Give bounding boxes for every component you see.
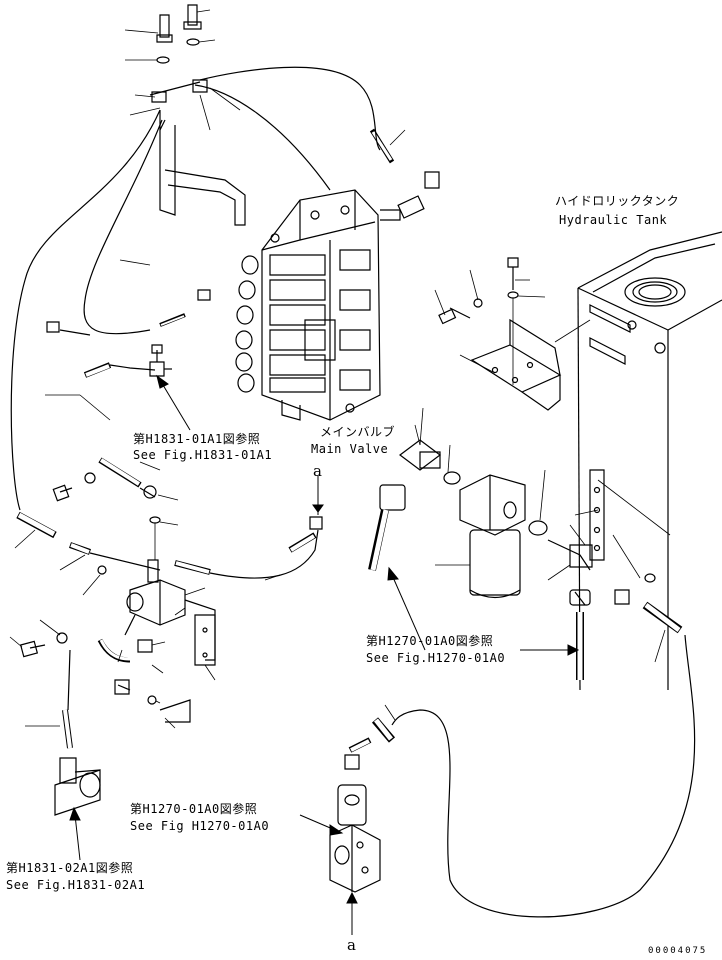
connector-mark-top: a <box>313 462 322 480</box>
reference-label-h1270-01a0-jp: 第H1270-01A0図参照 <box>366 634 494 648</box>
connector-mark-bottom: a <box>347 936 356 954</box>
reference-label-h1270-01a0-en: See Fig.H1270-01A0 <box>366 651 506 665</box>
solenoid-valve <box>21 517 215 722</box>
lower-left-device <box>55 710 100 815</box>
filter <box>400 440 547 598</box>
tank-bracket <box>439 258 560 410</box>
reference-label-h1831-02a1-en: See Fig.H1831-02A1 <box>6 878 146 892</box>
center-hose <box>372 485 405 570</box>
hydraulic-tank <box>578 232 722 690</box>
lower-valve <box>330 785 380 892</box>
main-valve <box>160 130 439 420</box>
tank-label-en: Hydraulic Tank <box>559 213 668 227</box>
reference-label-h1270-01a0-lower-jp: 第H1270-01A0図参照 <box>130 802 258 816</box>
reference-arrows <box>70 376 578 935</box>
upper-wiring <box>11 5 380 510</box>
valve-label-jp: メインバルブ <box>320 425 396 439</box>
reference-label-h1831-02a1-jp: 第H1831-02A1図参照 <box>6 861 134 875</box>
reference-label-h1270-01a0-lower-en: See Fig H1270-01A0 <box>130 819 270 833</box>
tank-label-jp: ハイドロリックタンク <box>555 194 680 208</box>
reference-label-h1831-01a1-en: See Fig.H1831-01A1 <box>133 448 273 462</box>
leader-lines <box>10 10 670 728</box>
left-hoses <box>18 345 322 578</box>
right-hose <box>345 540 695 917</box>
valve-label-en: Main Valve <box>311 442 389 456</box>
reference-label-h1831-01a1-jp: 第H1831-01A1図参照 <box>133 432 261 446</box>
document-number: 00004075 <box>648 946 708 956</box>
